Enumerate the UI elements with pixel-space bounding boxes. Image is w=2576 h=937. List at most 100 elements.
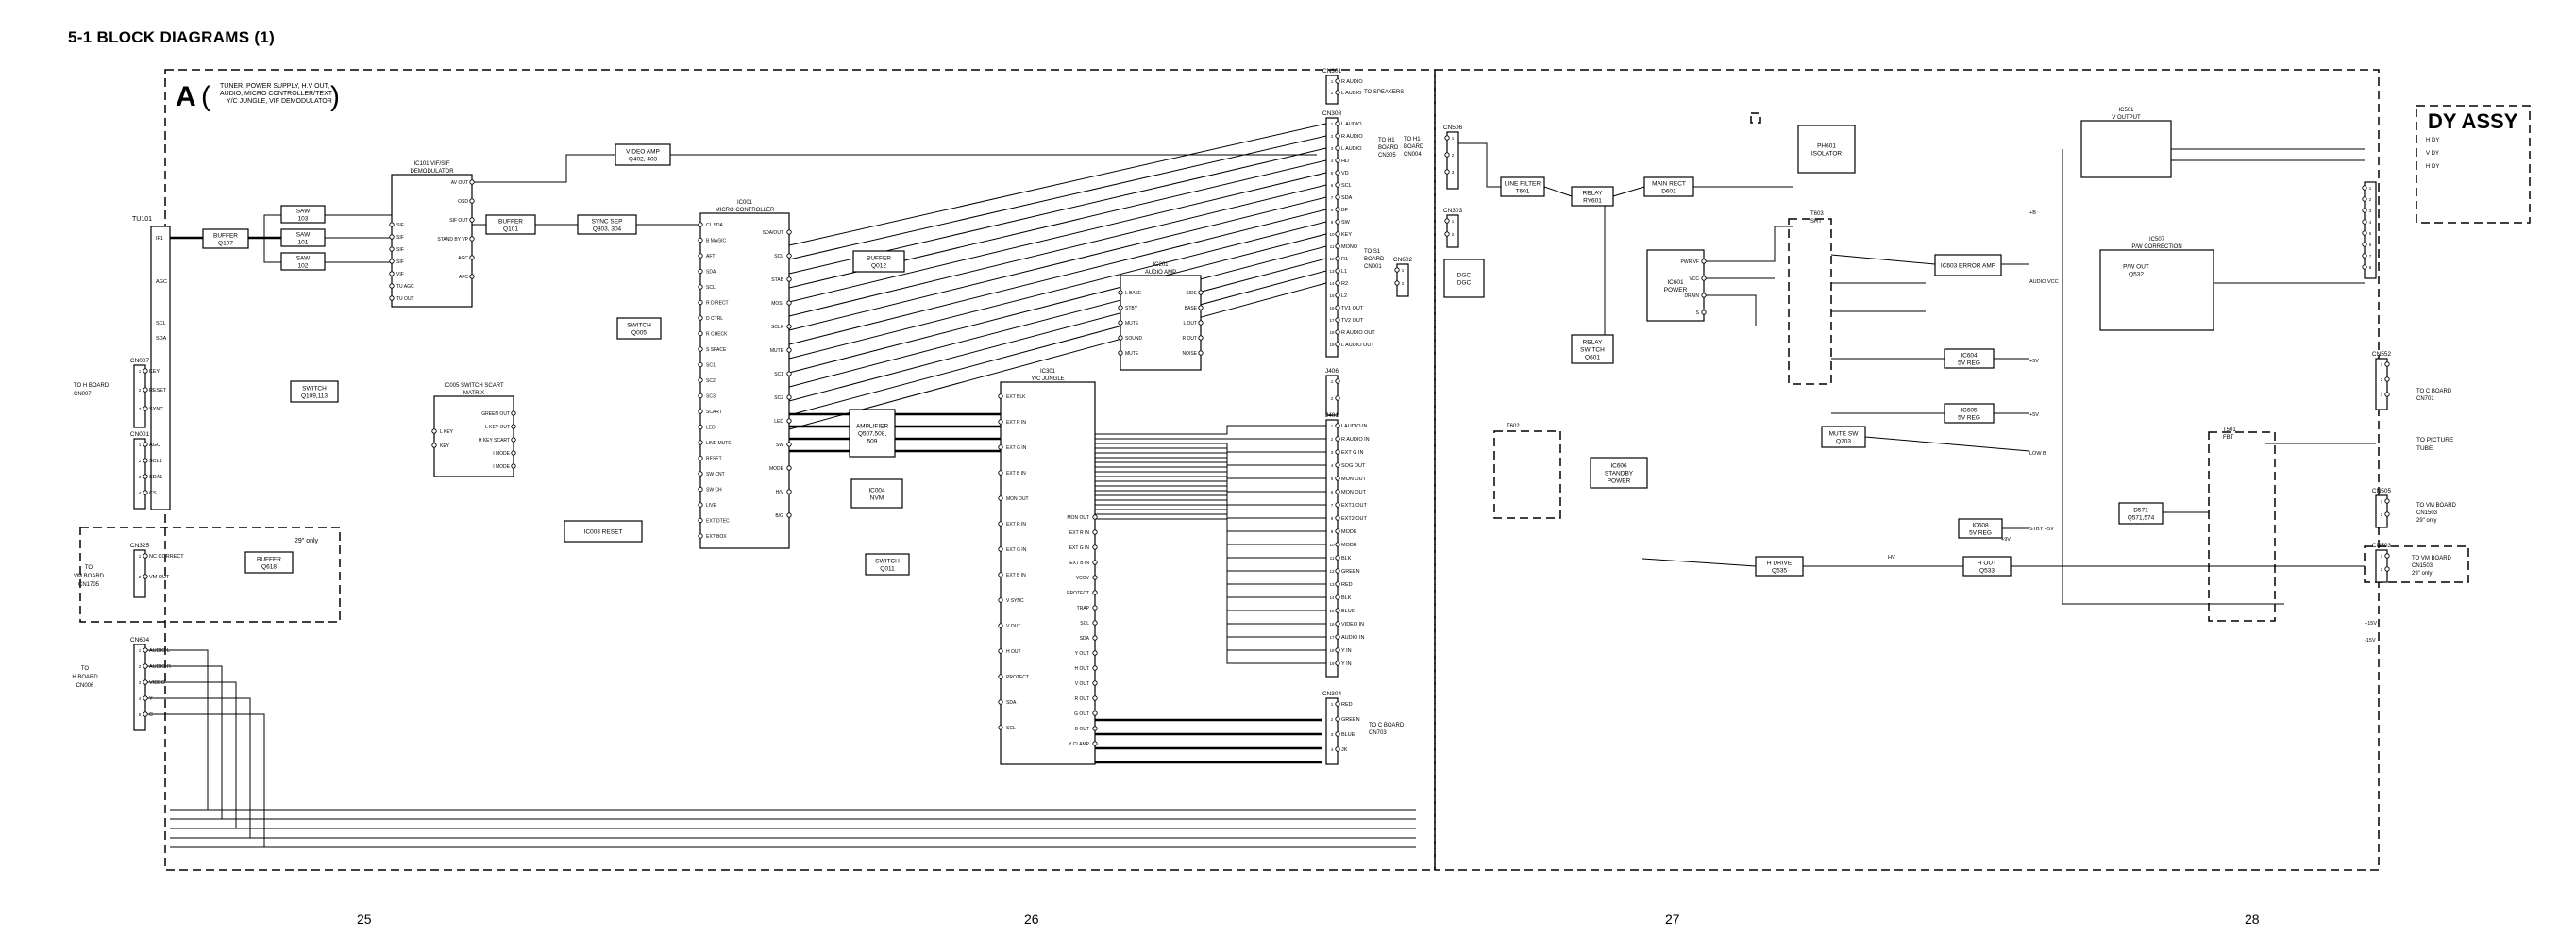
- buffer-q107-label-0: BUFFER: [213, 233, 238, 240]
- j401-pinlabel-10: BLK: [1341, 556, 1352, 561]
- cn301-pinno-0: 1: [1331, 79, 1334, 84]
- tuner-agc: AGC: [156, 279, 167, 285]
- cn001-pinno-1: 2: [139, 459, 142, 463]
- dy-connector-pinno-3: 4: [2369, 220, 2372, 225]
- ic301-out-12: R OUT: [1074, 696, 1089, 702]
- ic604-5v-reg: [1944, 348, 1995, 369]
- power-rail-0: +B: [2029, 210, 2036, 216]
- pin-dot: [1092, 620, 1098, 626]
- ic004-nvm-label-0: IC004: [868, 488, 885, 494]
- cn308-pinno-2: 3: [1331, 146, 1334, 151]
- main-rect-d601-label-1: D601: [1661, 189, 1676, 195]
- pin-dot: [998, 495, 1003, 501]
- cn604-pin-2: [143, 679, 148, 685]
- cn505-pinno-1: 2: [2381, 512, 2383, 517]
- cn001-pinno-0: 1: [139, 443, 142, 447]
- j406: [1325, 375, 1339, 416]
- ic601-pin-2: DRAIN: [1684, 293, 1699, 299]
- ic001-out-7: SC2: [774, 395, 783, 401]
- cn308-pin-11: [1335, 256, 1340, 261]
- cn604-pinlabel-4: C: [149, 712, 153, 718]
- pin-dot: [698, 393, 703, 399]
- to-vm-board-2: 29" only: [2416, 518, 2436, 524]
- dy-connector-pinno-4: 5: [2369, 231, 2372, 236]
- ic301-out-15: Y CLAMP: [1069, 742, 1090, 747]
- pin-dot: [786, 371, 792, 376]
- only29-box-2: [2364, 545, 2469, 583]
- dy-connector-pin-2: [2362, 208, 2367, 213]
- cn506-pinno-2: 3: [1452, 170, 1455, 175]
- ic507-pw-correction-title-0: IC507: [2149, 237, 2165, 243]
- ic101-in-4: VIF: [396, 272, 404, 277]
- ic301-out-5: PROTECT: [1067, 591, 1089, 596]
- ic001-in-12: SCART: [706, 410, 722, 415]
- wire: [788, 258, 1327, 402]
- j401-pin-1: [1335, 436, 1340, 442]
- ic301-out-11: V OUT: [1075, 681, 1089, 687]
- ic301-in-4: MON OUT: [1006, 496, 1029, 502]
- block-ic: [1750, 112, 1761, 124]
- j401-pinno-17: 18: [1329, 648, 1335, 653]
- ic001-in-17: SW CH: [706, 488, 722, 494]
- ic301-out-4: VCOV: [1076, 576, 1090, 581]
- pin-dot: [1118, 290, 1123, 295]
- cn308-pin-8: [1335, 219, 1340, 225]
- cn001-pinlabel-3: CS: [149, 491, 157, 496]
- power-rail-2: +5V: [2029, 359, 2039, 364]
- page-title: 5-1 BLOCK DIAGRAMS (1): [68, 28, 276, 46]
- wire: [1095, 509, 1326, 638]
- saw-101-label-0: SAW: [296, 232, 311, 239]
- pin-dot: [998, 648, 1003, 654]
- cn308-pinlabel-7: BF: [1341, 208, 1349, 213]
- wire: [788, 209, 1327, 345]
- tuner-if: IF1: [156, 236, 163, 242]
- ic101-demodulator-title-1: DEMODULATOR: [410, 169, 454, 175]
- dy-coil-2: H DY: [2426, 164, 2439, 170]
- cn308-pin-6: [1335, 194, 1340, 200]
- cn325-pinno-1: 2: [139, 575, 142, 579]
- pin-dot: [389, 271, 395, 276]
- cn007-pinno-2: 3: [139, 407, 142, 411]
- cn308-pinno-11: 12: [1329, 257, 1335, 261]
- ph601-isolator-label-1: ISOLATOR: [1811, 151, 1843, 158]
- j401-pinno-2: 3: [1331, 450, 1334, 455]
- power-rail-1: AUDIO VCC: [2029, 279, 2059, 285]
- ic003-reset-label-0: IC003 RESET: [584, 529, 623, 536]
- cn604-pin-1: [143, 663, 148, 669]
- pin-dot: [786, 512, 792, 518]
- pin-dot: [469, 255, 475, 260]
- tuner-scl: SCL: [156, 321, 166, 326]
- pin-dot: [1198, 350, 1204, 356]
- ic201-in-1: STBY: [1125, 306, 1138, 311]
- j401-pinno-5: 6: [1331, 490, 1334, 494]
- video-amp-label-1: Q402, 403: [629, 157, 658, 163]
- ic301-in-2: EXT G IN: [1006, 445, 1027, 451]
- line-filter-t601-label-1: T601: [1516, 189, 1530, 195]
- ic608-5v-reg: [1958, 518, 2003, 539]
- cn308-pinno-8: 9: [1331, 220, 1334, 225]
- cn301-pinlabel-0: R AUDIO: [1341, 79, 1363, 85]
- j401-pinlabel-9: MODE: [1341, 543, 1357, 548]
- j401-pinlabel-11: GREEN: [1341, 569, 1360, 575]
- cn001: [133, 438, 146, 510]
- cn303-pin-1: [1444, 231, 1450, 237]
- cn604-pinno-3: 4: [139, 696, 142, 701]
- j401-pin-7: [1335, 515, 1340, 521]
- cn505-pin-0: [2384, 498, 2390, 504]
- to-c-board-0: TO C BOARD: [1369, 723, 1405, 728]
- ic507-pw-correction-title-1: P/W CORRECTION: [2131, 244, 2181, 250]
- ic501-v-output-title-0: IC501: [2118, 108, 2134, 113]
- j401-pinlabel-17: Y IN: [1341, 648, 1352, 654]
- cn304: [1325, 697, 1339, 765]
- dy-coil-0: H DY: [2426, 138, 2439, 143]
- relay-ry601-label-0: RELAY: [1583, 191, 1603, 197]
- wire: [788, 233, 1327, 374]
- cn325-pinlabel-0: NC CORRECT: [149, 554, 184, 560]
- sync-sep-label-1: Q303, 304: [593, 226, 622, 233]
- ic001-in-7: R CHECK: [706, 332, 728, 338]
- cn001-pinlabel-2: SDA1: [149, 475, 162, 480]
- pin-dot: [698, 533, 703, 539]
- j401-pinlabel-4: MON OUT: [1341, 477, 1367, 482]
- pw-out-q532-label-0: P/W OUT: [2123, 264, 2149, 271]
- pin-dot: [1092, 741, 1098, 746]
